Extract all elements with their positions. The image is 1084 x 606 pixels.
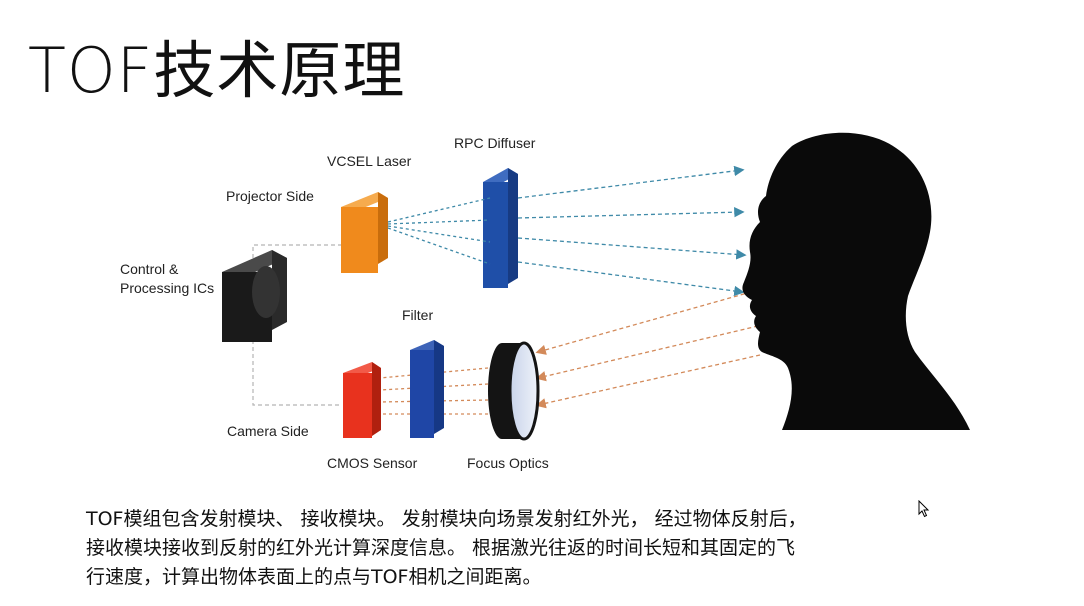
- reflected-rays: [535, 289, 761, 409]
- laser-to-diffuser-rays: [387, 197, 491, 265]
- emitted-rays: [517, 165, 747, 297]
- label-camera-side: Camera Side: [227, 423, 309, 439]
- filter-block: [410, 340, 444, 438]
- control-ic-block: [222, 250, 287, 342]
- description-line-1: TOF模组包含发射模块、 接收模块。 发射模块向场景发射红外光， 经过物体反射后…: [86, 508, 807, 530]
- connection-lines: [252, 244, 342, 406]
- label-vcsel-laser: VCSEL Laser: [327, 153, 412, 169]
- label-control-line1: Control &: [120, 261, 179, 277]
- label-cmos-sensor: CMOS Sensor: [327, 455, 418, 471]
- label-projector-side: Projector Side: [226, 188, 314, 204]
- description-text: TOF模组包含发射模块、 接收模块。 发射模块向场景发射红外光， 经过物体反射后…: [86, 505, 1016, 592]
- slide-title: TOF技术原理: [28, 34, 406, 107]
- description-line-2: 接收模块接收到反射的红外光计算深度信息。 根据激光往返的时间长短和其固定的飞: [86, 537, 796, 559]
- mouse-cursor-icon: [918, 500, 930, 518]
- vcsel-laser: [341, 192, 388, 273]
- label-filter: Filter: [402, 307, 433, 323]
- label-rpc-diffuser: RPC Diffuser: [454, 135, 536, 151]
- description-line-3: 行速度，计算出物体表面上的点与TOF相机之间距离。: [86, 566, 542, 588]
- cmos-sensor: [343, 362, 381, 438]
- label-control-line2: Processing ICs: [120, 280, 214, 296]
- camera-lens-icon: [488, 341, 540, 441]
- label-focus-optics: Focus Optics: [467, 455, 549, 471]
- rpc-diffuser: [483, 168, 518, 288]
- head-silhouette-icon: [742, 132, 970, 431]
